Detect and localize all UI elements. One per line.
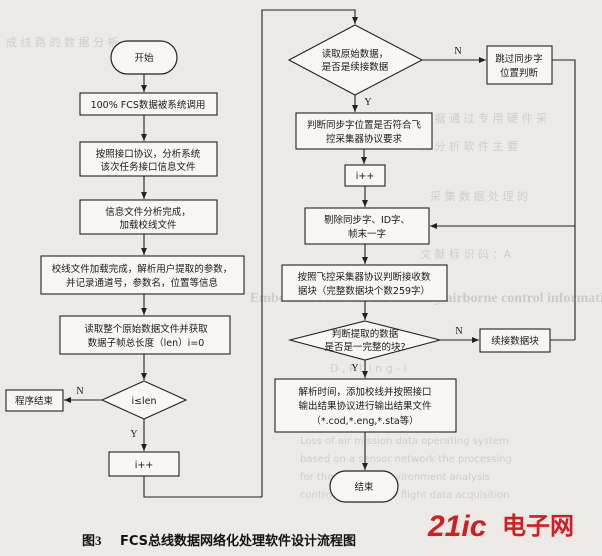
read-raw-text-2: 是否是续接数据 bbox=[322, 61, 389, 73]
skip-text-1: 跳过同步字 bbox=[495, 53, 543, 65]
process-skip-sync bbox=[486, 45, 553, 85]
incr-left-text: i++ bbox=[135, 460, 154, 471]
protocol-text-1: 按照接口协议，分析系统 bbox=[96, 148, 201, 160]
end-text: 结束 bbox=[354, 481, 374, 493]
svg-text:Loss of air mission data o: Loss of air mission data operating syste… bbox=[300, 436, 509, 447]
skip-text-2: 位置判断 bbox=[500, 67, 539, 79]
process-remove-words bbox=[304, 207, 430, 245]
info-text-2: 加载校线文件 bbox=[119, 219, 177, 231]
watermark-brand-b: 电子网 bbox=[502, 512, 574, 540]
watermark-logo: 21ic 电子网 bbox=[427, 510, 574, 543]
parse-text-2: 输出结果协议进行输出结果文件 bbox=[298, 400, 432, 412]
edge-label-y-top: Y bbox=[364, 97, 371, 108]
caption-text: FCS总线数据网络化处理软件设计流程图 bbox=[120, 533, 356, 549]
loop-cond-text: i≤len bbox=[131, 396, 156, 407]
edge-label-n-top: N bbox=[454, 46, 461, 57]
incr-right-text: i++ bbox=[356, 171, 375, 182]
judge-text-1: 判断同步字位置是否符合飞 bbox=[307, 119, 422, 131]
decision-continuation-data bbox=[287, 24, 424, 96]
edge-label-y-mid: Y bbox=[351, 363, 358, 374]
read-text-2: 数据子帧总长度（len）i=0 bbox=[88, 337, 205, 349]
calib-text-2: 并记录通道号，参数名，位置等信息 bbox=[66, 277, 218, 289]
svg-text:control software for flight: control software for flight data acquisi… bbox=[300, 490, 510, 501]
process-receive-blocks bbox=[281, 264, 448, 302]
info-text-1: 信息文件分析完成， bbox=[105, 206, 191, 218]
end-terminal bbox=[329, 470, 399, 503]
process-protocol-analysis bbox=[79, 141, 218, 177]
edge-label-n-mid: N bbox=[455, 326, 462, 337]
svg-text:文 献 标 识 码 ：A: 文 献 标 识 码 ：A bbox=[420, 247, 511, 261]
receive-text-1: 按照飞控采集器协议判断接收数 bbox=[297, 271, 431, 283]
watermark-brand-a: 21ic bbox=[427, 510, 487, 543]
parse-text-3: （*.cod,*.eng,*.sta等） bbox=[311, 415, 418, 427]
edge-label-n-left: N bbox=[76, 386, 83, 397]
parse-text-1: 解析时间，添加校线并按照接口 bbox=[298, 386, 431, 398]
process-read-file bbox=[59, 315, 231, 355]
svg-text:成 线 路 的 数 据 分 析: 成 线 路 的 数 据 分 析 bbox=[6, 35, 118, 49]
caption-number: 图3 bbox=[82, 533, 102, 548]
remove-text-1: 剔除同步字、ID字、 bbox=[324, 214, 410, 226]
decision-complete-block bbox=[287, 320, 443, 361]
read-raw-text-1: 读取原始数据， bbox=[322, 48, 389, 60]
terminal-program-end bbox=[5, 389, 64, 412]
remove-text-2: 帧末一字 bbox=[348, 228, 386, 240]
process-info-analysis bbox=[79, 199, 218, 235]
receive-text-2: 据块（完整数据块个数259字） bbox=[298, 285, 430, 297]
start-text: 开始 bbox=[134, 52, 154, 64]
continue-block-text: 续接数据块 bbox=[491, 335, 539, 347]
svg-text:构 分 析 软 件 主 要: 构 分 析 软 件 主 要 bbox=[420, 139, 518, 153]
process-increment-left bbox=[108, 451, 180, 477]
judge-text-2: 控采集器协议要求 bbox=[326, 133, 403, 145]
read-text-1: 读取整个原始数据文件并获取 bbox=[84, 323, 208, 335]
fcs-call-text: 100% FCS数据被系统调用 bbox=[91, 99, 206, 111]
complete-text-1: 判断提取的数据 bbox=[332, 328, 399, 340]
calib-text-1: 校线文件加载完成，解析用户提取的参数， bbox=[52, 263, 233, 275]
svg-text:采 集 数 据 处 理 的: 采 集 数 据 处 理 的 bbox=[430, 189, 528, 203]
svg-text:数 据 通 过 专 用 硬 件 采: 数 据 通 过 专 用 硬 件 采 bbox=[420, 111, 547, 125]
process-calibration-loaded bbox=[40, 255, 245, 295]
edge-label-y-left: Y bbox=[130, 429, 137, 440]
program-end-text: 程序结束 bbox=[15, 395, 54, 407]
svg-text:D , P L i n g - i: D , P L i n g - i bbox=[330, 362, 407, 375]
complete-text-2: 是否是一完整的块? bbox=[324, 341, 405, 353]
svg-text:based on a sensor network th: based on a sensor network the processing bbox=[300, 454, 512, 465]
process-fcs-call bbox=[79, 92, 218, 116]
protocol-text-2: 该次任务接口信息文件 bbox=[100, 161, 196, 173]
